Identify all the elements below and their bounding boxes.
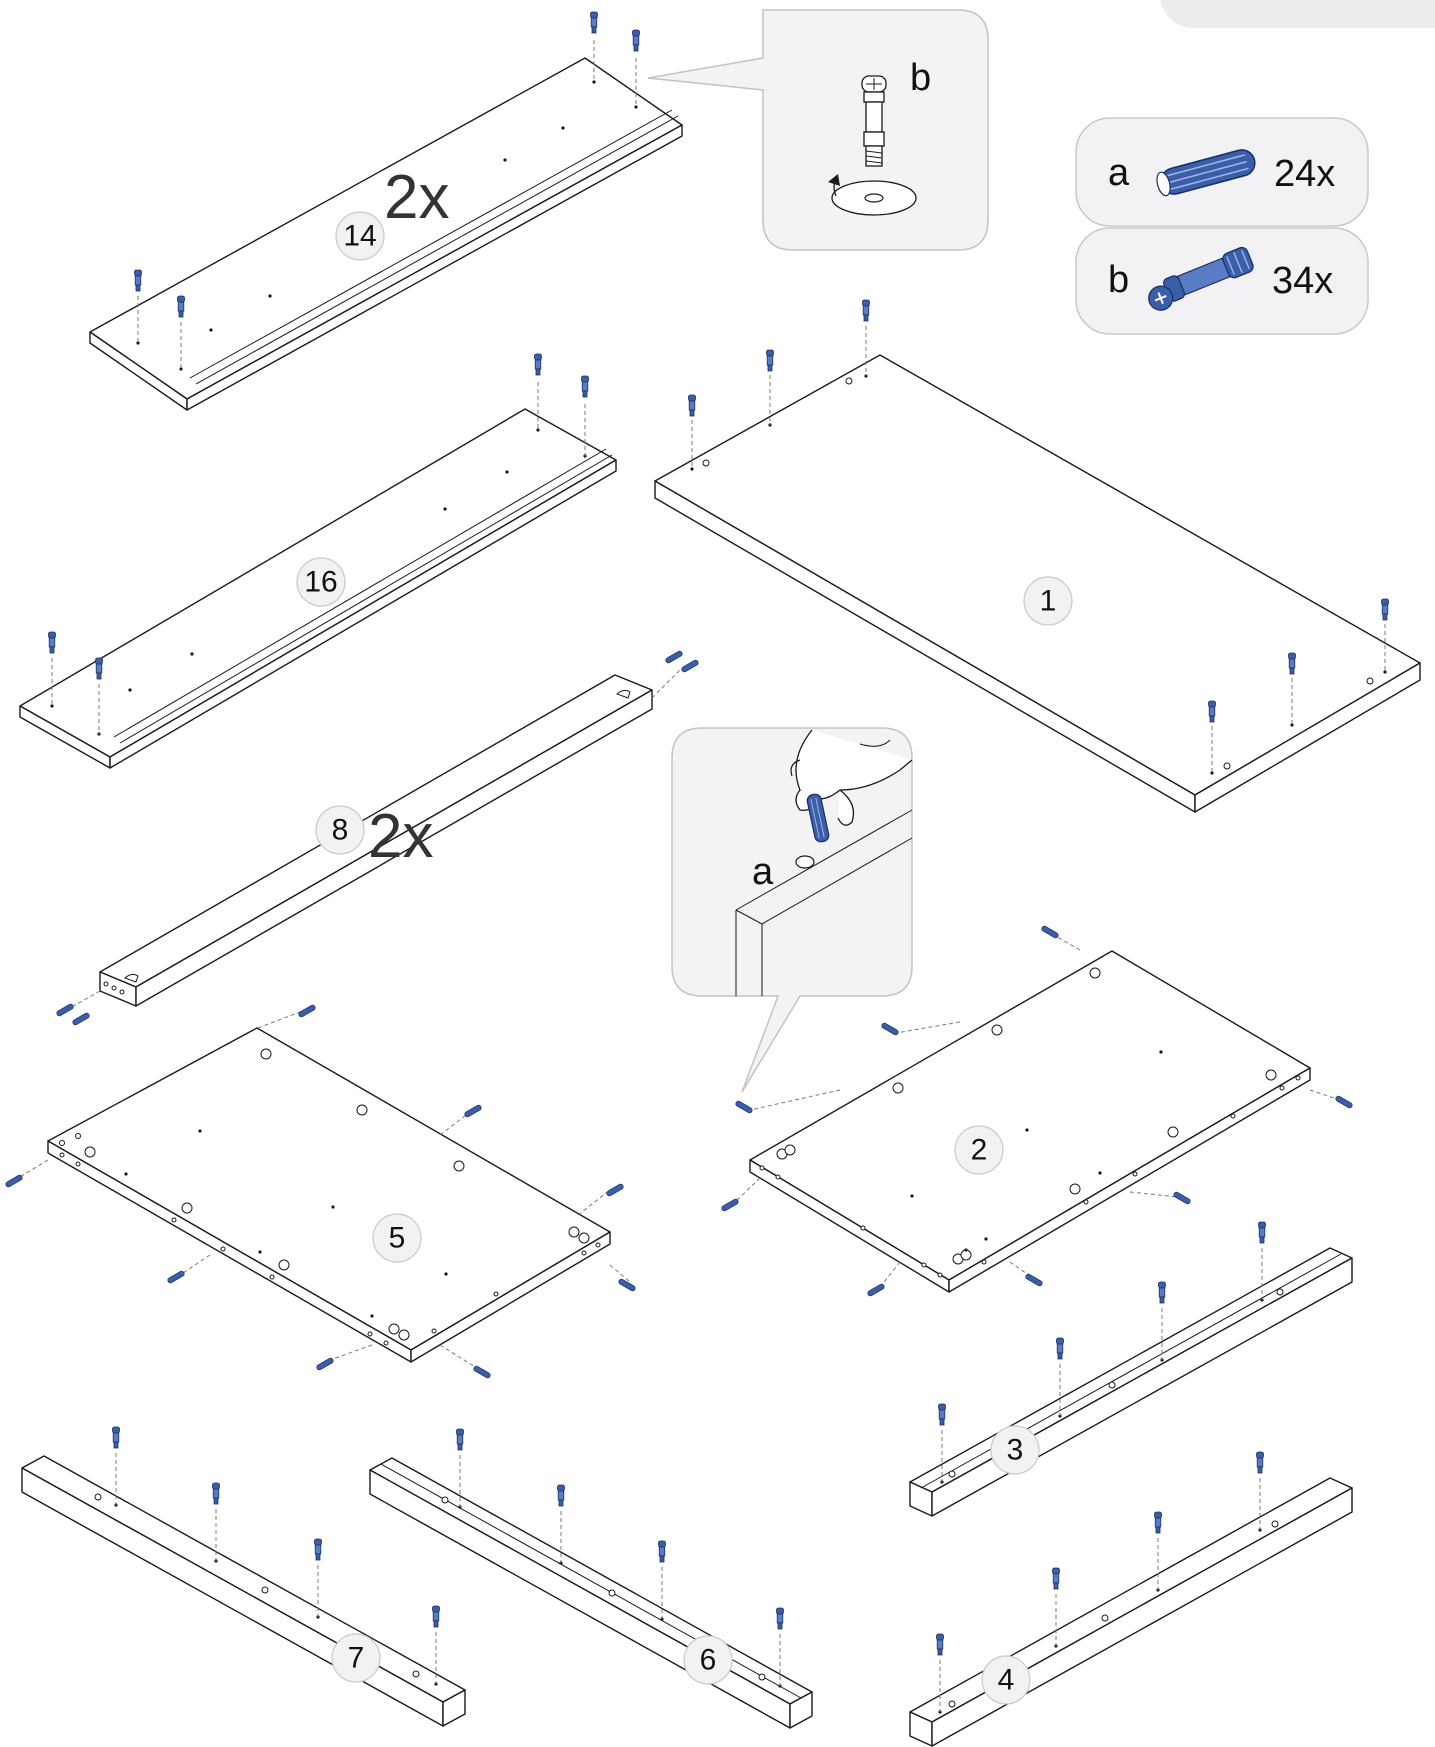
dowel-callout: a [671, 727, 913, 1093]
part-2-panel [720, 924, 1354, 1298]
cam-bolt-callout: b [647, 9, 989, 251]
page-corner-tab [1160, 0, 1435, 28]
dowel-callout-letter: a [752, 851, 774, 893]
svg-text:8: 8 [332, 814, 349, 847]
svg-text:2: 2 [971, 1134, 988, 1167]
dowel-icon [1156, 149, 1256, 197]
part-label-1: 1 [1023, 576, 1073, 626]
svg-text:1: 1 [1040, 585, 1057, 618]
cam-bolt-detail-icon [828, 75, 917, 216]
part-label-16: 16 [296, 557, 346, 607]
part-label-6: 6 [683, 1635, 733, 1685]
legend-qty-b: 34x [1272, 260, 1333, 302]
part-label-7: 7 [331, 1633, 381, 1683]
part-14-multiplier: 2x [384, 163, 449, 232]
part-label-4: 4 [981, 1655, 1031, 1705]
svg-text:3: 3 [1007, 1434, 1024, 1467]
legend-letter-b: b [1108, 259, 1129, 301]
part-label-3: 3 [990, 1425, 1040, 1475]
board-edge-detail [735, 809, 913, 996]
part-1-panel [654, 299, 1421, 813]
svg-text:5: 5 [389, 1222, 406, 1255]
cam-bolt-callout-letter: b [910, 57, 931, 99]
part-label-8: 8 [315, 805, 365, 855]
legend-qty-a: 24x [1274, 153, 1335, 195]
svg-text:16: 16 [304, 566, 337, 599]
cam-bolt-icon [1148, 246, 1254, 311]
part-8-multiplier: 2x [368, 802, 433, 871]
part-4-bar [909, 1451, 1353, 1747]
svg-text:6: 6 [700, 1644, 717, 1677]
hardware-legend: a 24x b 34x [1075, 117, 1369, 335]
part-label-14: 14 [335, 211, 385, 261]
part-label-5: 5 [372, 1213, 422, 1263]
legend-letter-a: a [1108, 152, 1130, 194]
part-8-rail [55, 649, 700, 1027]
svg-text:7: 7 [348, 1642, 365, 1675]
legend-row-cam-bolt [1075, 227, 1369, 335]
dowel-detail-icon [806, 793, 830, 843]
part-label-2: 2 [954, 1125, 1004, 1175]
part-14-panel [89, 11, 683, 411]
svg-text:14: 14 [343, 220, 376, 253]
svg-text:4: 4 [998, 1664, 1015, 1697]
part-5-panel [4, 1003, 637, 1380]
